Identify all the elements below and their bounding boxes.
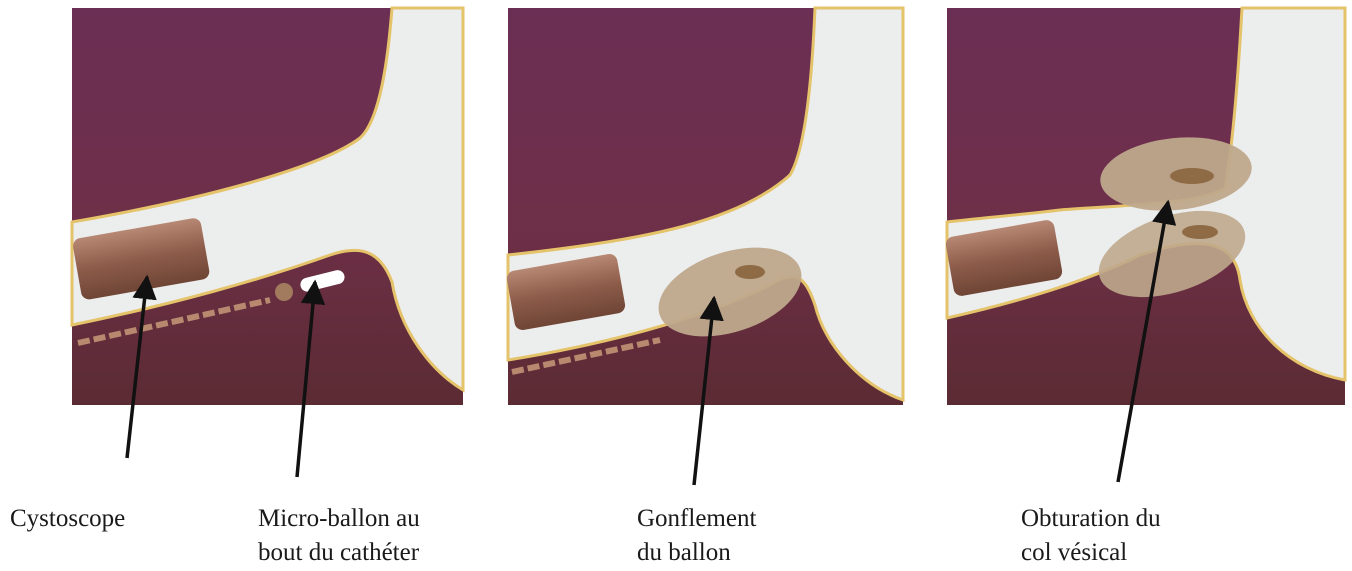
label-gonflement: Gonflement du ballon bbox=[637, 502, 756, 570]
label-gonflement-line1: Gonflement bbox=[637, 502, 756, 536]
label-cystoscope: Cystoscope bbox=[10, 502, 125, 536]
panel-2 bbox=[506, 8, 903, 405]
label-microballon: Micro-ballon au bout du cathéter bbox=[258, 502, 420, 570]
panel-3 bbox=[945, 8, 1345, 405]
panel-2-balloon-shadow bbox=[735, 265, 765, 279]
label-microballon-line2: bout du cathéter bbox=[258, 536, 420, 570]
panel-3-lower-balloon-shadow bbox=[1182, 225, 1218, 239]
panel-1 bbox=[72, 8, 463, 405]
panel-3-upper-balloon-shadow bbox=[1170, 168, 1214, 184]
label-obturation-line1: Obturation du bbox=[1021, 502, 1161, 536]
label-gonflement-line2: du ballon bbox=[637, 536, 756, 570]
label-obturation-line2: col vésical bbox=[1021, 536, 1161, 570]
label-obturation: Obturation du col vésical bbox=[1021, 502, 1161, 570]
label-cystoscope-text: Cystoscope bbox=[10, 502, 125, 536]
label-microballon-line1: Micro-ballon au bbox=[258, 502, 420, 536]
panel-1-catheter-tip bbox=[275, 283, 293, 301]
